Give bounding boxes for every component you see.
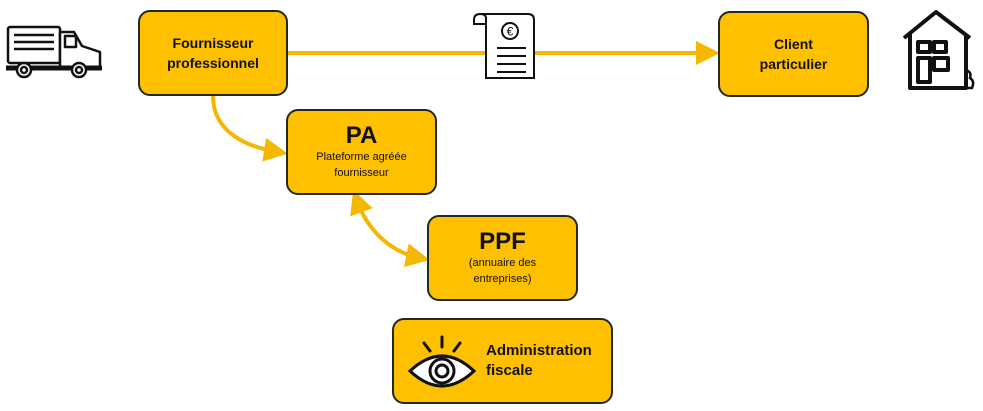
house-icon — [902, 10, 975, 90]
node-client-particulier: Client particulier — [718, 11, 869, 97]
node-label: Client — [774, 36, 813, 52]
node-label: particulier — [759, 56, 828, 72]
node-pa: PA Plateforme agréée fournisseur — [286, 109, 437, 195]
node-subtitle: entreprises) — [473, 273, 532, 285]
node-label: professionnel — [167, 55, 259, 71]
node-subtitle: Plateforme agréée — [316, 151, 407, 163]
euro-invoice-icon: € — [473, 12, 535, 79]
node-ppf: PPF (annuaire des entreprises) — [427, 215, 578, 301]
eye-icon — [407, 335, 477, 388]
node-subtitle: (annuaire des — [468, 257, 537, 269]
svg-text:€: € — [507, 25, 514, 39]
node-title: PA — [345, 122, 378, 149]
arrow-pa-ppf-bidirectional — [350, 189, 430, 268]
delivery-truck-icon — [6, 25, 102, 79]
node-label: Fournisseur — [172, 35, 254, 51]
node-subtitle: fournisseur — [334, 167, 389, 179]
arrow-fournisseur-to-pa — [211, 95, 288, 162]
node-label: Administration — [486, 342, 592, 359]
node-label: fiscale — [486, 362, 533, 379]
node-administration-fiscale: Administration fiscale — [392, 318, 613, 404]
node-title: PPF — [479, 228, 526, 255]
admin-label-group: Administration fiscale — [486, 341, 592, 381]
node-fournisseur-professionnel: Fournisseur professionnel — [138, 10, 288, 96]
